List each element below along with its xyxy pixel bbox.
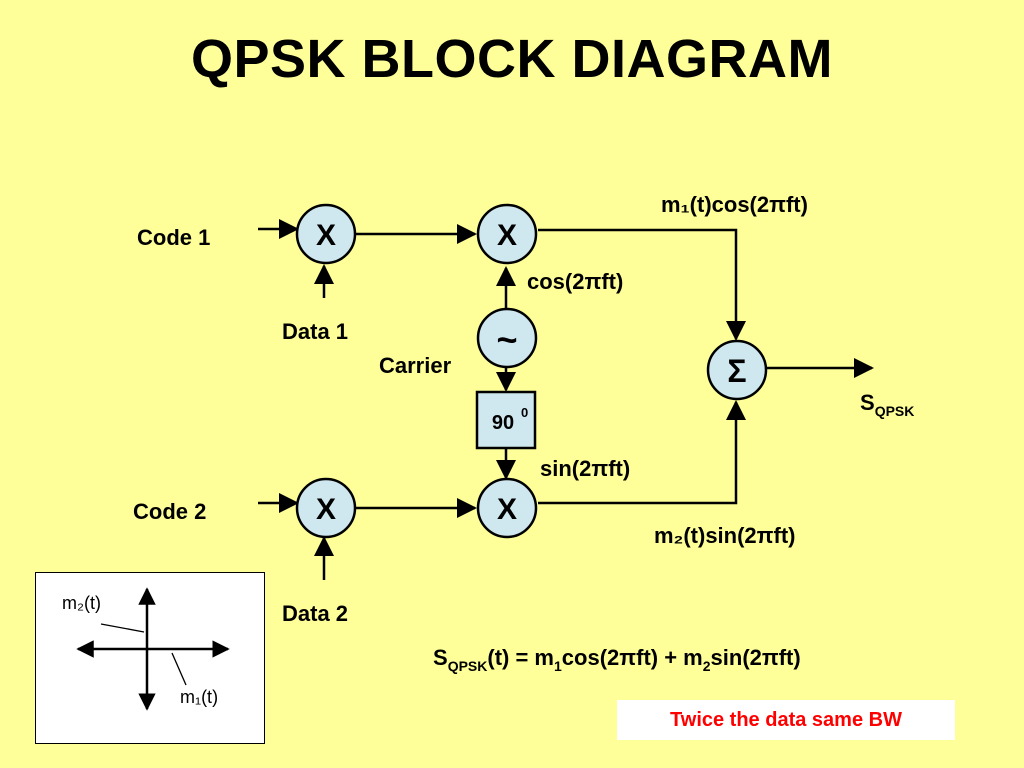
- inset-m1-label: m₁(t): [180, 687, 218, 707]
- code1-label: Code 1: [137, 225, 210, 250]
- data2-label: Data 2: [282, 601, 348, 626]
- output-label-sub: QPSK: [875, 403, 915, 419]
- summer: Σ: [706, 339, 768, 401]
- note-box: Twice the data same BW: [617, 700, 955, 740]
- inset-m1-pointer: [171, 652, 187, 686]
- lower-code-mixer-symbol: X: [316, 493, 336, 526]
- phase-shifter-degree: 0: [521, 405, 528, 420]
- inset-m2-pointer: [100, 623, 145, 633]
- note-text: Twice the data same BW: [670, 708, 902, 731]
- equation-part-a: (t) = m: [487, 645, 554, 670]
- equation-s: S: [433, 645, 448, 670]
- carrier-oscillator: ~: [476, 307, 538, 369]
- upper-carrier-mixer: X: [476, 203, 538, 265]
- equation-part-b: cos(2πft) + m: [562, 645, 703, 670]
- upper-code-mixer: X: [295, 203, 357, 265]
- constellation-inset: m₂(t) m₁(t): [35, 572, 265, 744]
- constellation-axes: m₂(t) m₁(t): [62, 587, 230, 711]
- sin-carrier-label: sin(2πft): [540, 456, 630, 481]
- phase-shifter-value: 90: [492, 412, 514, 434]
- lower-carrier-mixer: X: [476, 477, 538, 539]
- data1-label: Data 1: [282, 319, 348, 344]
- lower-output-wire: [538, 400, 746, 505]
- summer-symbol: Σ: [727, 353, 746, 389]
- code2-label: Code 2: [133, 499, 206, 524]
- carrier-oscillator-symbol: ~: [496, 319, 517, 360]
- upper-output-label: m₁(t)cos(2πft): [661, 192, 808, 217]
- carrier-label: Carrier: [379, 353, 452, 378]
- upper-output-wire: [538, 228, 746, 341]
- equation-s-sub: QPSK: [448, 658, 488, 674]
- qpsk-equation: SQPSK(t) = m1cos(2πft) + m2sin(2πft): [433, 645, 801, 674]
- lower-output-label: m₂(t)sin(2πft): [654, 523, 796, 548]
- output-label-main: S: [860, 390, 875, 415]
- upper-code-mixer-symbol: X: [316, 219, 336, 252]
- lower-code-mixer: X: [295, 477, 357, 539]
- phase-shifter: 90 0: [475, 390, 537, 450]
- equation-part-c: sin(2πft): [711, 645, 801, 670]
- inset-m2-label: m₂(t): [62, 593, 101, 613]
- lower-carrier-mixer-symbol: X: [497, 493, 517, 526]
- upper-carrier-mixer-symbol: X: [497, 219, 517, 252]
- equation-sub2: 2: [703, 658, 711, 674]
- cos-carrier-label: cos(2πft): [527, 269, 623, 294]
- output-label: SQPSK: [860, 390, 914, 419]
- equation-sub1: 1: [554, 658, 562, 674]
- page-title: QPSK BLOCK DIAGRAM: [191, 29, 833, 89]
